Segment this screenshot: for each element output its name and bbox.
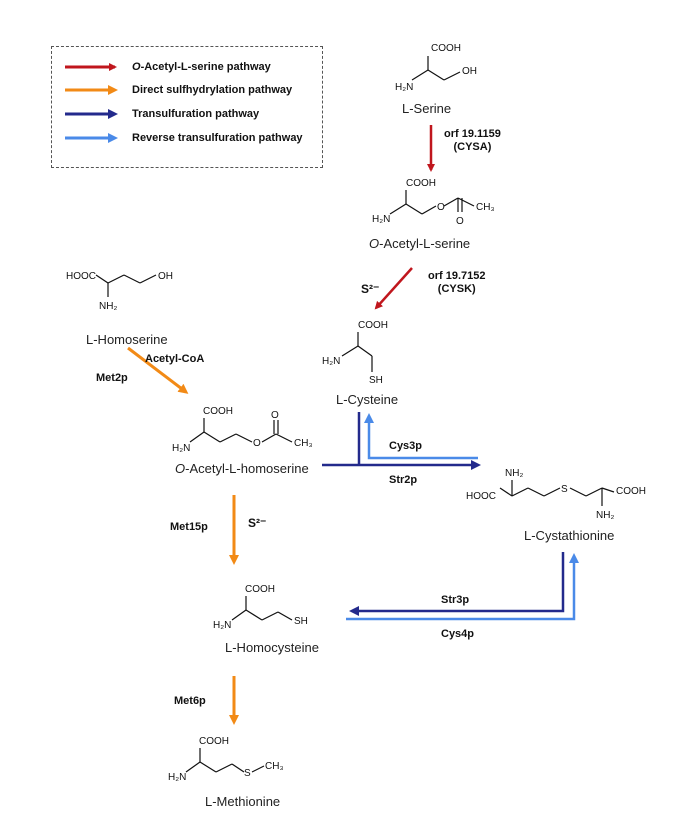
compound-oacetylhomoserine: O-Acetyl-L-homoserine [175,461,309,476]
homocysteine-structure [231,596,293,621]
arrow-homoserine-to-oacetylhomoserine [127,346,189,394]
arrow-cys4p-reverse [346,553,579,621]
oacetylhomoserine-carbonyl-o: O [271,410,279,421]
homoserine-nh2: NH₂ [99,301,117,312]
cysteine-h2n: H₂N [322,356,340,367]
sulfide-met15p: S²⁻ [248,516,267,530]
legend-label-reverse: Reverse transulfuration pathway [132,132,303,144]
methionine-h2n: H₂N [168,772,186,783]
enzyme-cys4p: Cys4p [441,628,475,640]
legend-label-oas: O-Acetyl-L-serine pathway [132,61,271,73]
methionine-structure [185,748,265,773]
serine-oh: OH [462,66,477,77]
enzyme-str2p: Str2p [389,474,418,486]
enzyme-cysa: orf 19.1159(CYSA) [444,128,501,153]
arrow-oacetylserine-to-cysteine [374,267,413,310]
cystathionine-nh2-right: NH₂ [596,510,614,521]
compound-cysteine: L-Cysteine [336,392,399,407]
compound-serine: L-Serine [402,101,452,116]
oacetylhomoserine-cooh: COOH [203,406,233,417]
compound-homocysteine: L-Homocysteine [225,640,319,655]
cysteine-sh: SH [369,375,383,386]
sulfide-cysk: S²⁻ [361,282,380,296]
compound-cystathionine: L-Cystathionine [524,528,615,543]
compound-methionine: L-Methionine [205,794,281,809]
compound-oacetylserine: O-Acetyl-L-serine [369,236,471,251]
methionine-ch3: CH₃ [265,761,284,772]
methionine-cooh: COOH [199,736,229,747]
arrow-str2p-transulfuration [322,412,481,470]
arrow-str3p-transulfuration [349,552,565,616]
cystathionine-cooh: COOH [616,486,646,497]
cystathionine-hooc: HOOC [466,491,496,502]
legend-arrows [65,63,118,143]
oacetylhomoserine-ch3: CH₃ [294,438,313,449]
enzyme-met15p: Met15p [170,521,208,533]
oacetylhomoserine-o: O [253,438,261,449]
arrow-cys3p-reverse [364,413,478,460]
enzyme-met2p: Met2p [96,372,128,384]
cystathionine-nh2-left: NH₂ [505,468,523,479]
cystathionine-s: S [561,484,568,495]
homocysteine-sh: SH [294,616,308,627]
oacetylhomoserine-structure [189,418,293,443]
legend-label-transulfuration: Transulfuration pathway [132,108,260,120]
cysteine-cooh: COOH [358,320,388,331]
serine-cooh: COOH [431,43,461,54]
oacetylserine-structure [389,190,475,215]
cosubstrate-acetylcoa: Acetyl-CoA [145,353,205,365]
oacetylserine-carbonyl-o: O [456,216,464,227]
legend: O-Acetyl-L-serine pathway Direct sulfhyd… [51,46,323,168]
homoserine-oh: OH [158,271,173,282]
legend-label-direct: Direct sulfhydrylation pathway [132,84,293,96]
oacetylserine-cooh: COOH [406,178,436,189]
oacetylserine-o: O [437,202,445,213]
homocysteine-cooh: COOH [245,584,275,595]
homoserine-hooc: HOOC [66,271,96,282]
oacetylserine-ch3: CH₃ [476,202,495,213]
enzyme-cys3p: Cys3p [389,440,423,452]
oacetylhomoserine-h2n: H₂N [172,443,190,454]
compound-homoserine: L-Homoserine [86,332,168,347]
homoserine-structure [95,274,157,297]
homocysteine-h2n: H₂N [213,620,231,631]
cysteine-structure [341,332,373,372]
oacetylserine-h2n: H₂N [372,214,390,225]
enzyme-cysk: orf 19.7152(CYSK) [428,270,486,295]
cystathionine-structure [499,480,615,506]
methionine-s: S [244,768,251,779]
enzyme-str3p: Str3p [441,594,470,606]
serine-h2n: H₂N [395,82,413,93]
enzyme-met6p: Met6p [174,695,206,707]
serine-structure [411,56,461,81]
